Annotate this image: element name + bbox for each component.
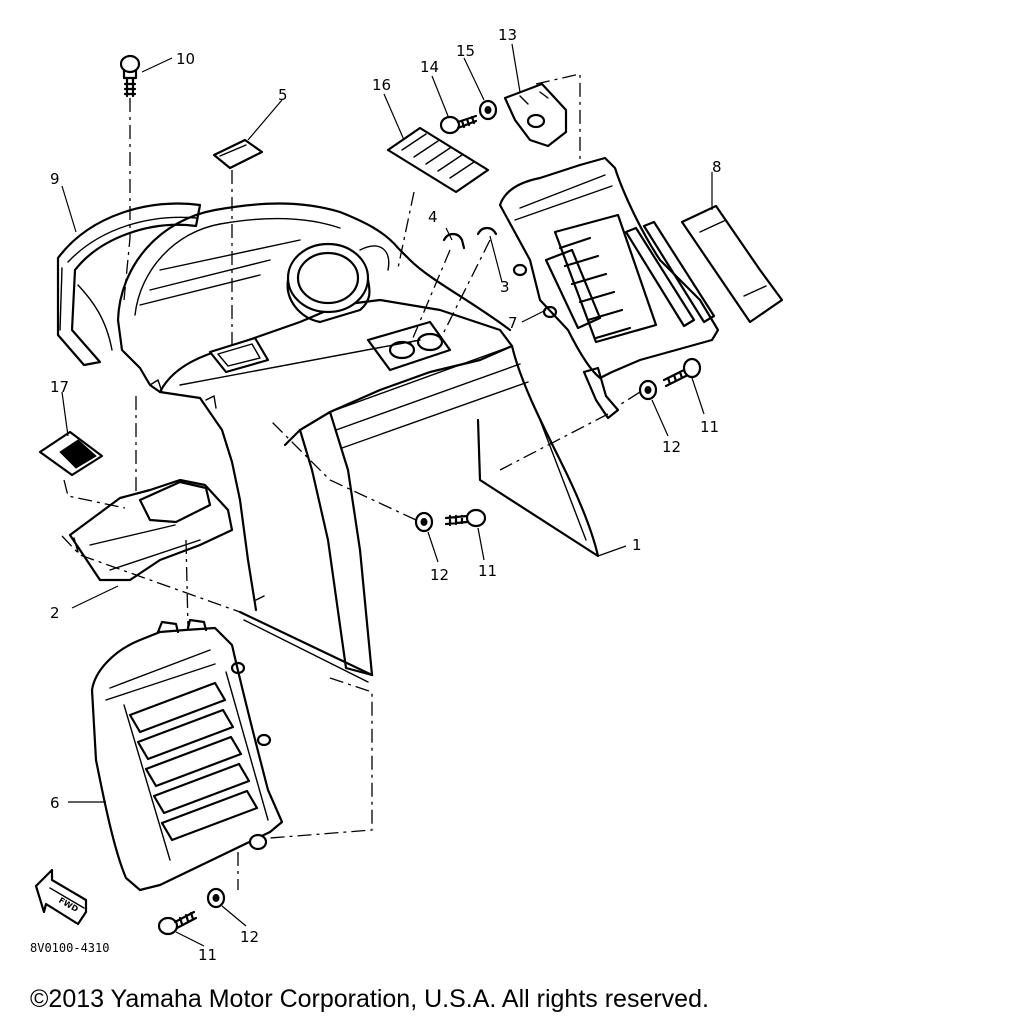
fwd-arrow-icon: FWD	[34, 868, 88, 926]
callout-8: 8	[712, 158, 722, 176]
part-10-bolt	[119, 54, 141, 98]
part-16-grille-sticker	[386, 126, 490, 194]
callout-11-bottom: 11	[198, 946, 217, 964]
callout-10: 10	[176, 50, 195, 68]
part-1-front-cowl	[116, 202, 600, 683]
part-14-screw	[439, 114, 478, 135]
assembly-lines	[61, 73, 641, 890]
part-2-lower-panel	[68, 478, 234, 582]
part-13-bracket	[503, 82, 568, 148]
callout-9: 9	[50, 170, 60, 188]
part-12-washer-right	[638, 379, 658, 401]
part-11-bolt-right	[662, 357, 702, 388]
callout-6: 6	[50, 794, 60, 812]
callout-16: 16	[372, 76, 391, 94]
callout-14: 14	[420, 58, 439, 76]
part-9-side-shroud	[56, 202, 202, 367]
part-15-washer	[478, 99, 498, 121]
callout-12-bottom: 12	[240, 928, 259, 946]
part-11-bolt-middle	[444, 508, 487, 528]
part-8-sheet	[680, 204, 784, 324]
callout-11-middle: 11	[478, 562, 497, 580]
callout-12-middle: 12	[430, 566, 449, 584]
callout-4: 4	[428, 208, 438, 226]
part-11-bolt-bottom	[157, 910, 198, 936]
figure-code: 8V0100-4310	[30, 941, 109, 955]
part-12-washer-bottom	[206, 887, 226, 909]
part-7-right-vent-cover	[498, 156, 720, 420]
callout-2: 2	[50, 604, 60, 622]
callout-11-right: 11	[700, 418, 719, 436]
callout-1: 1	[632, 536, 642, 554]
part-12-washer-middle	[414, 511, 434, 533]
callout-5: 5	[278, 86, 288, 104]
callout-15: 15	[456, 42, 475, 60]
callout-12-right: 12	[662, 438, 681, 456]
copyright-notice: ©2013 Yamaha Motor Corporation, U.S.A. A…	[30, 985, 709, 1013]
part-3-clip	[476, 226, 498, 236]
callout-7: 7	[508, 314, 518, 332]
part-4-clip	[442, 232, 466, 250]
part-17-pad	[38, 430, 104, 477]
callout-labels: 1 2 3 4 5 6 7 8 9 10 11 12 11 12 11 12 1…	[50, 26, 722, 964]
callout-17: 17	[50, 378, 69, 396]
part-5-pad	[212, 138, 264, 170]
part-6-left-vent-cover	[90, 618, 284, 892]
leader-lines	[61, 43, 713, 947]
callout-13: 13	[498, 26, 517, 44]
callout-3: 3	[500, 278, 510, 296]
